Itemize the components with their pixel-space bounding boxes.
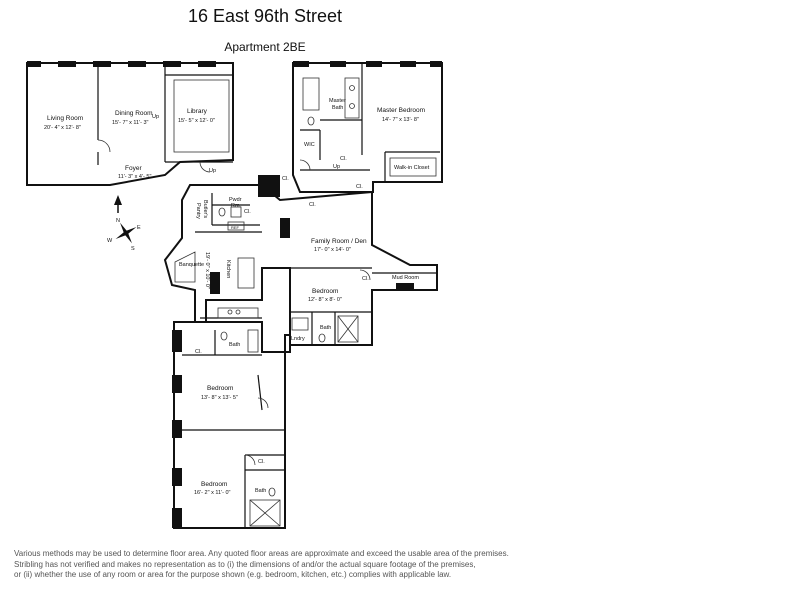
shower	[337, 315, 359, 343]
butlers-pantry-label: Butler's	[202, 200, 208, 218]
stair-labels: Up Up Up	[152, 114, 340, 174]
toilet	[318, 333, 326, 343]
pwdr-sink	[230, 206, 242, 218]
vanity	[344, 77, 360, 119]
stair-label: Up	[333, 164, 340, 170]
compass-icon: N E S W	[107, 218, 141, 252]
bedroom-small-dims: 12'- 8" x 8'- 0"	[308, 297, 342, 303]
closet-label: Cl.	[282, 176, 289, 182]
disclaimer-line-2: Stribling has not verified and makes no …	[14, 559, 476, 569]
kitchen-island	[237, 257, 255, 289]
compass-south: S	[131, 246, 135, 252]
butlers-pantry-label-2: Pantry	[195, 203, 201, 219]
closet-label: Cl.	[309, 202, 316, 208]
fixtures	[97, 77, 437, 527]
bedroom-mid-dims: 13'- 8" x 13'- 5"	[201, 395, 238, 401]
family-room-dims: 17'- 0" x 14'- 0"	[314, 247, 351, 253]
closet-label: Cl.	[258, 459, 265, 465]
dining-room-dims: 15'- 7" x 11'- 3"	[112, 120, 149, 126]
family-room-label: Family Room / Den	[311, 238, 367, 245]
bath-bottom-label: Bath	[255, 488, 266, 494]
window-segments	[27, 61, 442, 528]
bedroom-bottom-dims: 16'- 2" x 11'- 0"	[194, 490, 231, 496]
foyer-label: Foyer	[125, 165, 142, 172]
bathtub	[302, 77, 320, 111]
bath-mid-label: Bath	[229, 342, 240, 348]
closet-label: Cl.	[340, 156, 347, 162]
walk-in-closet-label: Walk-in Closet	[394, 165, 430, 171]
shower	[249, 499, 281, 527]
stair-label: Up	[209, 168, 216, 174]
bedroom-small-label: Bedroom	[312, 288, 338, 295]
master-bedroom-label: Master Bedroom	[377, 107, 425, 114]
bedroom-mid-label: Bedroom	[207, 385, 233, 392]
burner	[227, 309, 233, 315]
sink	[349, 85, 355, 91]
floor-plan: Living Room 20'- 4" x 12'- 8" Dining Roo…	[26, 61, 443, 529]
toilet	[218, 207, 226, 217]
room-labels: Living Room 20'- 4" x 12'- 8" Dining Roo…	[44, 98, 430, 496]
toilet	[220, 331, 228, 341]
disclaimer-line-1: Various methods may be used to determine…	[14, 549, 509, 558]
foyer-dims: 11'- 3" x 4'- 5"	[118, 174, 151, 180]
banquette-seat	[174, 251, 196, 283]
interior-walls	[97, 63, 440, 528]
library-bookshelf	[173, 79, 230, 153]
closet-label: Cl.	[244, 209, 251, 215]
living-room-label: Living Room	[47, 115, 83, 122]
refrigerator-label: REF	[231, 225, 240, 230]
living-room-dims: 20'- 4" x 12'- 8"	[44, 125, 81, 131]
washer	[291, 317, 309, 331]
mud-room-label: Mud Room	[392, 275, 419, 281]
bath-small-label: Bath	[320, 325, 331, 331]
master-bath-label-2: Bath	[332, 105, 343, 111]
library-label: Library	[187, 108, 208, 115]
entry-arrow-icon	[114, 195, 122, 205]
kitchen-counter	[217, 307, 259, 319]
toilet	[268, 487, 276, 497]
disclaimer: Various methods may be used to determine…	[14, 549, 614, 581]
burner	[235, 309, 241, 315]
plan-subtitle: Apartment 2BE	[224, 40, 306, 54]
closet-rod	[389, 157, 437, 177]
sink	[349, 103, 355, 109]
closet-labels: Cl. Cl. Cl. Cl. Cl. Cl. Cl. Cl.	[195, 156, 369, 465]
bedroom-bottom-label: Bedroom	[201, 481, 227, 488]
kitchen-dims: 19'- 0" x 10'- 0"	[204, 252, 210, 289]
master-bedroom-dims: 14'- 7" x 13'- 8"	[382, 117, 419, 123]
plan-title: 16 East 96th Street	[187, 6, 343, 26]
compass-north: N	[116, 218, 120, 224]
compass-east: E	[137, 225, 141, 231]
compass-west: W	[107, 238, 113, 244]
closet-label: Cl.	[356, 184, 363, 190]
master-bath-label: Master	[329, 98, 346, 104]
dining-room-label: Dining Room	[115, 110, 153, 117]
powder-room-label: Pwdr	[229, 197, 242, 203]
laundry-label: Lndry	[291, 336, 305, 342]
closet-label: Cl.	[362, 276, 369, 282]
kitchen-label: Kitchen	[225, 260, 231, 278]
banquette-label: Banquette	[179, 262, 204, 268]
bathtub	[247, 329, 259, 353]
disclaimer-line-3: or (ii) whether the use of any room or a…	[14, 570, 452, 579]
exterior-walls	[26, 62, 443, 529]
stair-label: Up	[152, 114, 159, 120]
refrigerator	[227, 221, 245, 231]
closet-label: Cl.	[195, 349, 202, 355]
powder-room-label-2: Rm.	[231, 203, 242, 209]
wic-label: WIC	[304, 142, 315, 148]
library-dims: 15'- 5" x 12'- 0"	[178, 118, 215, 124]
toilet	[307, 116, 315, 126]
